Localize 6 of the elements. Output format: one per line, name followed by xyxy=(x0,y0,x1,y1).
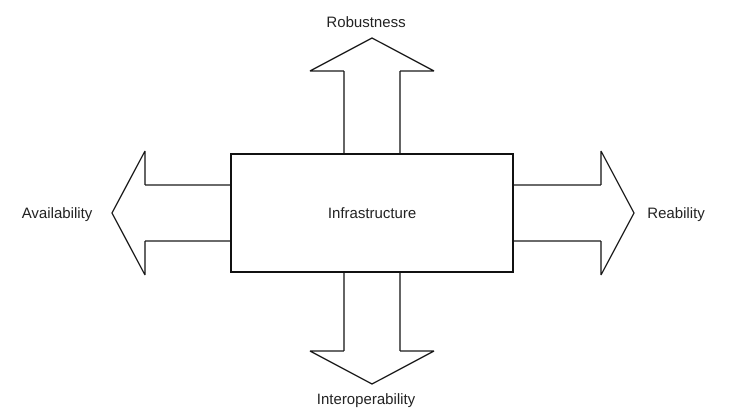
process-box xyxy=(230,153,514,273)
box-label: Infrastructure xyxy=(328,204,416,222)
node-label: Reability xyxy=(636,201,716,225)
node-label: Interoperability xyxy=(302,386,430,412)
node-label: Robustness xyxy=(316,8,416,36)
node-label: Availability xyxy=(4,201,110,225)
